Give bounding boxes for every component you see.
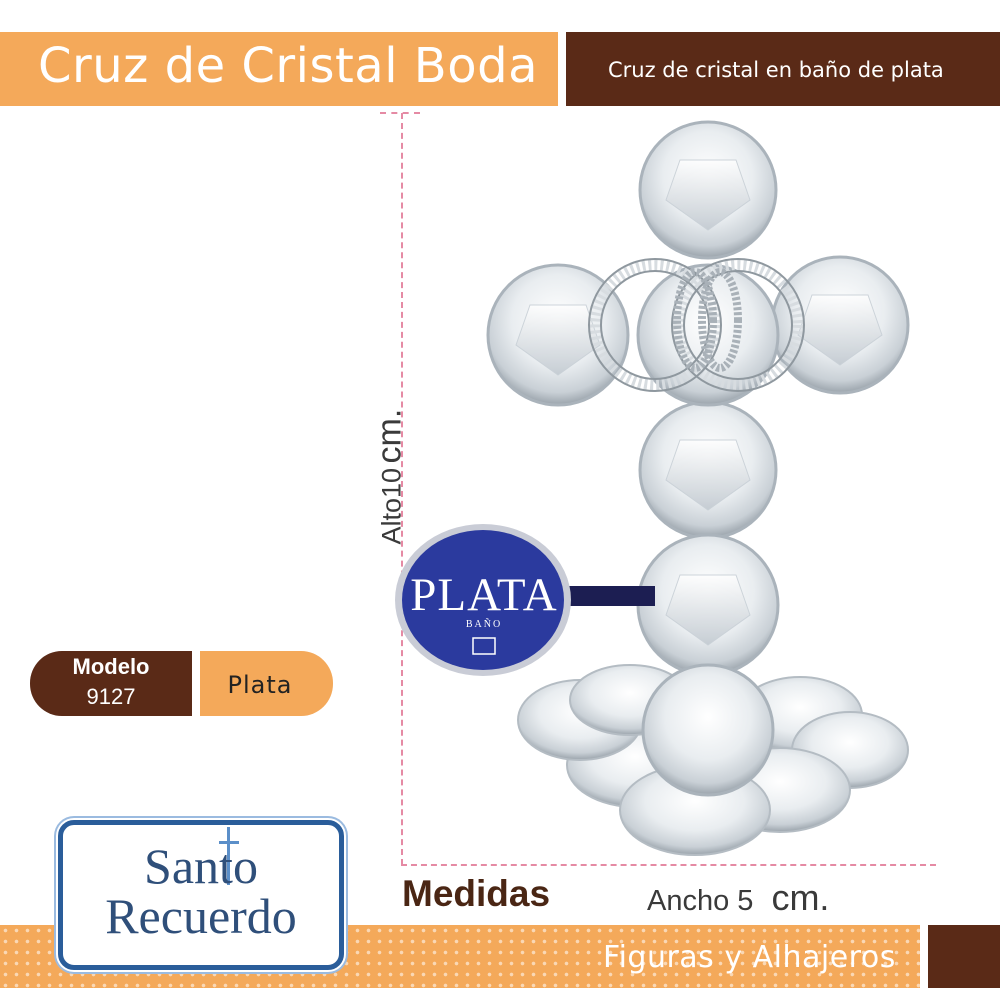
hallmark-icon bbox=[472, 637, 496, 655]
width-guide-line bbox=[401, 864, 936, 866]
width-label: Ancho 5 cm. bbox=[647, 877, 829, 919]
logo-line-2: Recuerdo bbox=[105, 888, 297, 944]
height-unit: cm. bbox=[370, 408, 409, 464]
model-number: 9127 bbox=[86, 684, 136, 709]
width-word: Ancho bbox=[647, 885, 730, 917]
footer-category: Figuras y Alhajeros bbox=[603, 940, 896, 975]
page-subtitle: Cruz de cristal en baño de plata bbox=[608, 58, 944, 82]
brand-logo: Santo Recuerdo bbox=[58, 820, 344, 970]
silver-plated-badge bbox=[395, 524, 655, 676]
height-guide-top bbox=[380, 112, 420, 114]
height-guide-line bbox=[401, 113, 403, 865]
crystal-column bbox=[636, 120, 780, 797]
model-label: Modelo bbox=[72, 654, 150, 679]
height-value: 10 bbox=[376, 467, 407, 498]
header-title-bar bbox=[0, 32, 558, 106]
width-value: 5 bbox=[737, 885, 754, 917]
crystal-base bbox=[517, 664, 909, 856]
badge-subtitle: BAÑO bbox=[465, 619, 503, 630]
cross-icon bbox=[219, 827, 239, 885]
crystal-cross-image bbox=[486, 120, 910, 856]
footer-accent bbox=[928, 925, 1000, 988]
measurements-label: Medidas bbox=[402, 873, 551, 914]
finish-pill bbox=[200, 651, 333, 716]
finish-label: Plata bbox=[227, 671, 293, 699]
model-pill bbox=[30, 651, 192, 716]
logo-line-1: Santo bbox=[144, 838, 258, 894]
inner-rings bbox=[673, 268, 742, 372]
badge-title: PLATA bbox=[410, 569, 558, 621]
header-subtitle-bar bbox=[566, 32, 1000, 106]
width-unit: cm. bbox=[771, 877, 830, 918]
page-title: Cruz de Cristal Boda bbox=[38, 38, 538, 94]
